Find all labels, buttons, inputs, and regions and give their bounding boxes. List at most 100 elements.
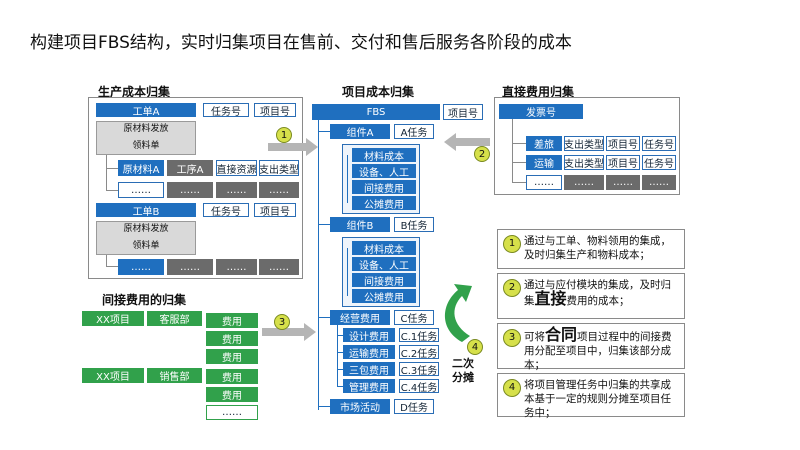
material-issue-b-line1: 原材料发放 [123,224,169,234]
connector [347,248,348,296]
note-4: 4 将项目管理任务中归集的共享成本基于一定的规则分摊至项目任务中； [497,373,685,419]
connector [318,406,330,407]
note-2: 2 通过与应付模块的集成，及时归集直接费用的成本； [497,273,685,319]
operating-expense: 经营费用 [330,310,390,325]
direct-transport-task-no: 任务号 [642,155,676,170]
ellipsis-cell: …… [216,259,257,275]
task-a: A任务 [394,124,434,139]
b-cost-indirect: 间接费用 [352,273,416,287]
op-design-fee: 设计费用 [343,328,395,342]
b-cost-equipment-labor: 设备、人工 [352,257,416,271]
connector [337,325,338,387]
order-a-task-no: 任务号 [203,103,249,117]
note-badge-2: 2 [503,279,521,297]
connector [337,369,343,370]
direct-travel-expense-type: 支出类型 [564,136,604,151]
project-heading: 项目成本归集 [342,85,415,99]
indirect-item-2: XX项目 [82,368,144,383]
indirect-dept-1: 客服部 [147,311,202,326]
task-c1: C.1任务 [399,328,439,342]
ellipsis-cell: …… [216,182,257,198]
step-badge-2: 2 [474,146,490,162]
ellipsis-cell: …… [526,175,562,190]
order-b: 工单B [96,203,196,217]
process-a: 工序A [167,160,213,176]
connector [106,255,107,267]
task-c3: C.3任务 [399,362,439,376]
second-allocation-line2: 分摊 [452,371,474,384]
ellipsis-cell: …… [259,259,299,275]
a-cost-shared: 公摊费用 [352,196,416,210]
direct-transport-expense-type: 支出类型 [564,155,604,170]
b-cost-shared: 公摊费用 [352,289,416,303]
a-cost-material: 材料成本 [352,148,416,162]
connector [347,155,348,203]
material-issue-a: 原材料发放 领料单 [96,121,196,155]
material-a: 原材料A [118,160,164,176]
indirect-item-1: XX项目 [82,311,144,326]
direct-resource: 直接资源 [216,160,257,176]
material-issue-a-line1: 原材料发放 [123,124,169,134]
ellipsis-cell: …… [167,259,213,275]
order-a: 工单A [96,103,196,117]
order-a-project-no: 项目号 [254,103,296,117]
material-issue-b: 原材料发放 领料单 [96,221,196,255]
note-badge-3: 3 [503,329,521,347]
connector [318,317,330,318]
fbs-project-no: 项目号 [443,104,483,120]
direct-travel: 差旅 [526,136,562,151]
order-b-project-no: 项目号 [254,203,296,217]
step-badge-1: 1 [276,127,292,143]
ellipsis-cell: …… [642,175,676,190]
material-issue-a-line2: 领料单 [132,141,160,151]
second-allocation-label: 二次 分摊 [446,357,480,385]
material-issue-b-line2: 领料单 [132,241,160,251]
second-allocation-line1: 二次 [452,357,474,370]
op-warranty-fee: 三包费用 [343,362,395,376]
task-c: C任务 [394,310,434,325]
expense-type: 支出类型 [259,160,299,176]
indirect-dept-2: 销售部 [147,368,202,383]
note-2-text-pre: 通过与应付模块的集成，及时归集 [524,279,671,307]
note-badge-4: 4 [503,379,521,397]
connector [318,131,330,132]
a-cost-indirect: 间接费用 [352,180,416,194]
indirect-heading: 间接费用的归集 [102,293,187,307]
task-d: D任务 [394,399,434,414]
ellipsis-cell: …… [118,182,164,198]
fee-cell: 费用 [206,331,258,346]
note-2-text-post: 费用的成本； [566,295,630,307]
ellipsis-cell: …… [118,259,164,275]
direct-travel-task-no: 任务号 [642,136,676,151]
connector [106,155,107,191]
curved-arrow-icon [444,284,472,342]
connector [106,168,118,169]
connector [337,386,343,387]
a-cost-equipment-labor: 设备、人工 [352,164,416,178]
component-b: 组件B [330,217,390,232]
ellipsis-cell: …… [564,175,604,190]
connector [512,182,526,183]
note-3: 3 可将合同项目过程中的间接费用分配至项目中，归集该部分成本； [497,323,685,371]
note-1: 1 通过与工单、物料领用的集成，及时归集生产和物料成本； [497,229,685,269]
fee-cell: 费用 [206,349,258,364]
op-transport-fee: 运输费用 [343,345,395,359]
marketing-activity: 市场活动 [330,399,390,414]
connector [337,335,343,336]
connector [512,119,513,183]
ellipsis-cell: …… [259,182,299,198]
invoice-no: 发票号 [499,104,583,119]
production-heading: 生产成本归集 [98,85,171,99]
connector [106,190,118,191]
note-3-text-pre: 可将 [524,331,545,343]
step-badge-4: 4 [467,339,483,355]
note-4-text: 将项目管理任务中归集的共享成本基于一定的规则分摊至项目任务中； [524,379,671,419]
connector [318,224,330,225]
component-a: 组件A [330,124,390,139]
b-cost-material: 材料成本 [352,241,416,255]
note-3-text-post: 项目过程中的间接费用分配至项目中，归集该部分成本； [524,331,672,371]
fee-ellipsis: …… [206,405,258,420]
ellipsis-cell: …… [606,175,640,190]
fee-cell: 费用 [206,387,258,402]
page-title: 构建项目FBS结构，实时归集项目在售前、交付和售后服务各阶段的成本 [30,33,572,53]
